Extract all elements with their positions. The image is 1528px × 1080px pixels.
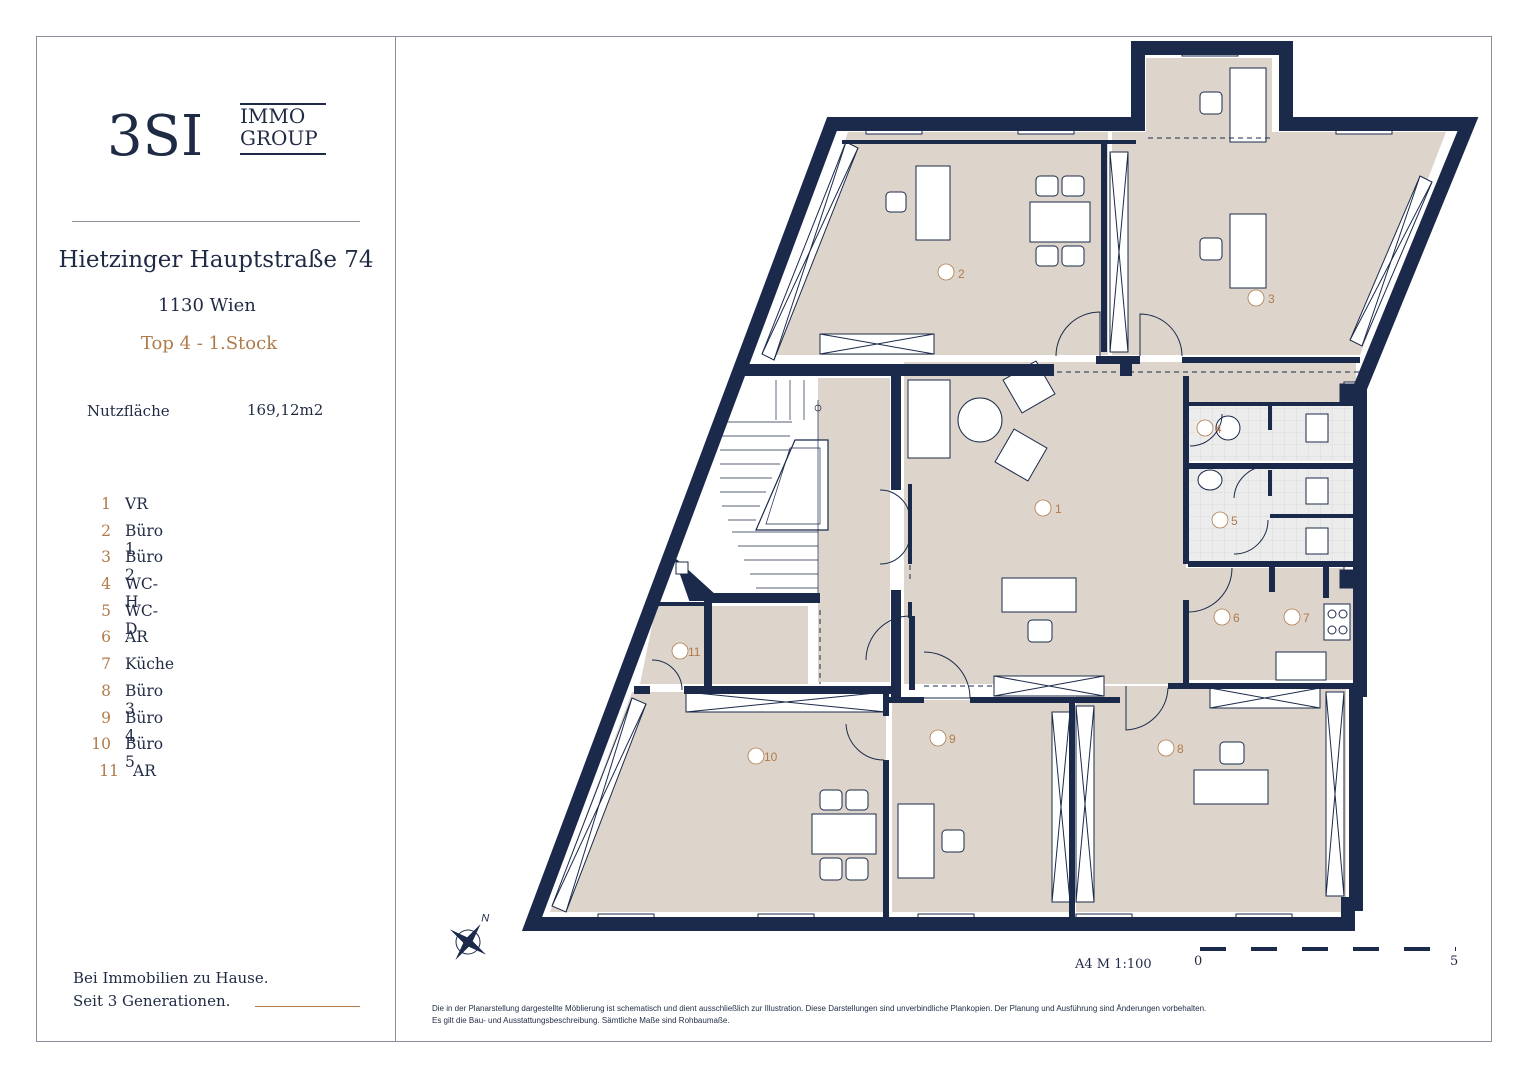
legend-name: Küche [125, 655, 175, 674]
room-tag-3: 3 [1268, 292, 1275, 306]
room-tag-8: 8 [1177, 742, 1184, 756]
legend-name: Büro 3 [125, 681, 164, 718]
page-frame [36, 36, 1492, 1042]
room-tag-10: 10 [764, 750, 778, 764]
legend-name: AR [133, 761, 156, 780]
sidebar-divider [395, 36, 396, 1042]
legend-number: 1 [101, 495, 111, 513]
property-city: 1130 Wien [158, 295, 256, 316]
sidebar: 3SI IMMO GROUP Hietzinger Hauptstraße 74… [37, 37, 395, 1041]
room-tag-1: 1 [1055, 502, 1062, 516]
logo-line2: GROUP [240, 126, 318, 150]
area-value: 169,12m2 [247, 401, 324, 419]
legend-number: 2 [101, 521, 111, 540]
legend-number: 8 [101, 681, 111, 700]
logo-wordmark: IMMO GROUP [240, 105, 326, 149]
room-tag-4: 4 [1215, 422, 1222, 436]
disclaimer-text: Die in der Planarstellung dargestellte M… [432, 1004, 1207, 1025]
unit-label: Top 4 - 1.Stock [140, 333, 278, 354]
tagline-line1: Bei Immobilien zu Hause. [73, 969, 269, 987]
legend-name: Büro 1 [125, 521, 164, 558]
legend-name: WC-D [125, 601, 159, 638]
legend-number: 10 [91, 735, 111, 754]
room-tag-5: 5 [1231, 514, 1238, 528]
legend-number: 4 [101, 575, 111, 594]
compass-north-label: N [481, 912, 489, 924]
room-tag-2: 2 [958, 267, 965, 281]
legend-number: 9 [101, 708, 111, 727]
walls [521, 41, 1479, 931]
compass-icon: N [449, 912, 489, 961]
logo-mark: 3SI [107, 104, 204, 169]
logo-line1: IMMO [240, 104, 306, 128]
area-label: Nutzfläche [87, 402, 170, 420]
legend-number: 5 [101, 601, 111, 620]
scale-label: A4 M 1:100 [1075, 957, 1152, 972]
legend-name: Büro 5 [125, 735, 164, 772]
logo-rule-top [240, 103, 326, 105]
staircase [720, 380, 829, 598]
dashed-lines [819, 137, 1360, 687]
logo-rule-bottom [240, 153, 326, 155]
room-markers: 2 3 1 4 5 6 7 8 9 10 11 [671, 263, 1310, 765]
tagline: Bei Immobilien zu Hause. Seit 3 Generati… [73, 967, 269, 1013]
legend-name: AR [125, 628, 148, 647]
tagline-rule [255, 1006, 360, 1007]
room-tag-9: 9 [949, 732, 956, 746]
company-logo: 3SI IMMO GROUP [107, 99, 367, 179]
legend-name: VR [125, 495, 148, 513]
property-address: Hietzinger Hauptstraße 74 [58, 247, 374, 273]
legend-name: WC-H [125, 575, 159, 612]
legend-name: Büro 4 [125, 708, 164, 745]
scale-bar [1200, 947, 1456, 951]
scale-end: 5 [1450, 954, 1459, 969]
tagline-line2: Seit 3 Generationen. [73, 992, 231, 1010]
header-divider [72, 221, 360, 222]
legend-number: 11 [99, 761, 119, 780]
room-tag-7: 7 [1303, 611, 1310, 625]
doors [651, 311, 1269, 761]
legend-number: 6 [101, 628, 111, 647]
scale-start: 0 [1194, 954, 1203, 969]
legend-number: 7 [101, 655, 111, 674]
room-tag-6: 6 [1233, 611, 1240, 625]
room-tag-11: 11 [688, 645, 701, 659]
legend-name: Büro 2 [125, 548, 164, 585]
legend-number: 3 [101, 548, 111, 567]
